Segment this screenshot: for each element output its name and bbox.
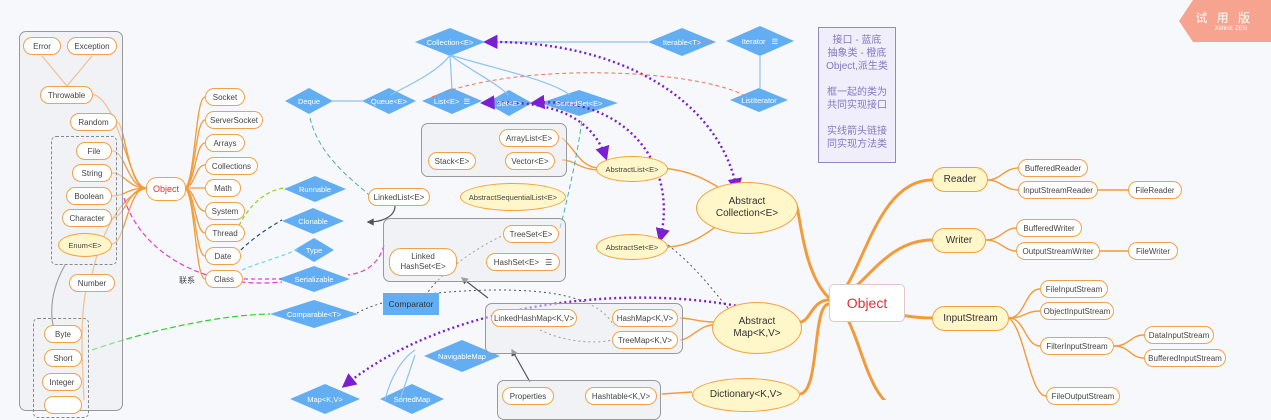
listiterator-interface[interactable]: ListIterator [730, 88, 788, 112]
enum-node[interactable]: Enum<E> [58, 233, 112, 257]
abstract-collection-class[interactable]: Abstract Collection<E> [696, 182, 798, 234]
string-node[interactable]: String [72, 164, 112, 182]
hashset-note-icon: ☰ [545, 257, 553, 267]
sortedset-interface[interactable]: SortedSet<E> [540, 90, 618, 116]
date-node[interactable]: Date [205, 247, 241, 265]
filterinputstream-node[interactable]: FilterInputStream [1040, 337, 1114, 355]
map-interface[interactable]: Map<K,V> [290, 384, 360, 414]
boolean-node[interactable]: Boolean [66, 187, 112, 205]
abstract-map-class[interactable]: Abstract Map<K,V> [712, 302, 802, 354]
clonable-interface[interactable]: Clonable [282, 208, 344, 234]
legend-text-1: 接口 - 蓝底 抽象类 - 橙底 Object,派生类 [826, 35, 888, 72]
abstractlist-class[interactable]: AbstractList<E> [596, 156, 668, 182]
object-root[interactable]: Object [829, 284, 905, 322]
error-node[interactable]: Error [23, 37, 61, 55]
integer-node[interactable]: Integer [42, 373, 82, 391]
system-node[interactable]: System [205, 202, 245, 220]
inputstreamreader-node[interactable]: InputStreamReader [1018, 181, 1098, 199]
bufferedwriter-node[interactable]: BufferedWriter [1016, 219, 1082, 237]
bufferedinputstream-node[interactable]: BufferedInputStream [1144, 349, 1226, 367]
abstractset-class[interactable]: AbstractSet<E> [596, 234, 668, 260]
legend-box: 接口 - 蓝底 抽象类 - 橙底 Object,派生类 框一起的类为 共同实现接… [818, 27, 896, 163]
file-node[interactable]: File [76, 142, 112, 160]
abstractsequentiallist-class[interactable]: AbstractSequentialList<E> [460, 183, 566, 211]
short-node[interactable]: Short [44, 349, 82, 367]
deque-interface[interactable]: Deque [285, 88, 333, 114]
arrays-node[interactable]: Arrays [205, 134, 245, 152]
linkedhashset-class[interactable]: Linked HashSet<E> [389, 248, 457, 276]
linkedhashmap-class[interactable]: LinkedHashMap<K,V> [491, 309, 577, 327]
sortedmap-interface[interactable]: SortedMap [380, 384, 444, 414]
datainputstream-node[interactable]: DataInputStream [1144, 326, 1214, 344]
collection-interface[interactable]: Collection<E> [415, 28, 485, 56]
writer-node[interactable]: Writer [932, 228, 986, 253]
comparator-interface[interactable]: Comparator [383, 293, 439, 315]
vector-class[interactable]: Vector<E> [505, 152, 555, 170]
relation-label: 联系 [179, 276, 195, 285]
serializable-interface[interactable]: Serializable [278, 266, 350, 292]
iterable-interface[interactable]: Iterable<T> [648, 28, 716, 56]
iterator-interface[interactable]: Iterator☰ [726, 26, 794, 56]
number-node[interactable]: Number [69, 274, 115, 292]
iterator-note-icon: ☰ [771, 36, 779, 46]
wrapper-group-frame [51, 136, 117, 265]
queue-interface[interactable]: Queue<E> [362, 88, 416, 114]
trial-subtitle: XMind: ZEN [1214, 26, 1247, 32]
treeset-class[interactable]: TreeSet<E> [503, 225, 559, 243]
linkedlist-class[interactable]: LinkedList<E> [368, 188, 430, 206]
serversocket-node[interactable]: ServerSocket [205, 111, 263, 129]
collections-node[interactable]: Collections [205, 157, 258, 175]
reader-node[interactable]: Reader [932, 167, 988, 192]
trial-title: 试 用 版 [1195, 11, 1253, 25]
object-root-left[interactable]: Object [146, 177, 186, 201]
fileinputstream-node[interactable]: FileInputStream [1040, 280, 1108, 298]
fileoutputstream-node[interactable]: FileOutputStream [1046, 387, 1120, 405]
runnable-interface[interactable]: Runnable [284, 176, 346, 202]
list-interface[interactable]: List<E>☰ [422, 88, 482, 114]
hashset-class[interactable]: HashSet<E>☰ [486, 253, 560, 271]
treemap-class[interactable]: TreeMap<K,V> [612, 331, 678, 349]
dictionary-class[interactable]: Dictionary<K,V> [692, 378, 800, 412]
class-node[interactable]: Class [205, 270, 243, 288]
throwable-node[interactable]: Throwable [40, 86, 93, 104]
properties-class[interactable]: Properties [502, 387, 554, 405]
outputstreamwriter-node[interactable]: OutputStreamWriter [1016, 242, 1100, 260]
bufferedreader-node[interactable]: BufferedReader [1018, 159, 1088, 177]
hashmap-class[interactable]: HashMap<K,V> [612, 309, 678, 327]
filewriter-node[interactable]: FileWriter [1128, 242, 1178, 260]
set-interface[interactable]: Set<E> [486, 90, 532, 116]
byte-node[interactable]: Byte [44, 325, 82, 343]
filereader-node[interactable]: FileReader [1128, 181, 1182, 199]
random-node[interactable]: Random [70, 113, 117, 131]
comparable-interface[interactable]: Comparable<T> [270, 300, 358, 328]
exception-node[interactable]: Exception [67, 37, 117, 55]
legend-text-2: 框一起的类为 共同实现接口 [827, 87, 887, 111]
thread-node[interactable]: Thread [205, 224, 245, 242]
character-node[interactable]: Character [62, 209, 112, 227]
inputstream-node[interactable]: InputStream [932, 306, 1009, 331]
stack-class[interactable]: Stack<E> [428, 152, 476, 170]
objectinputstream-node[interactable]: ObjectInputStream [1040, 302, 1114, 320]
hashtable-class[interactable]: Hashtable<K,V> [585, 387, 657, 405]
math-node[interactable]: Math [205, 179, 241, 197]
long-node-partial[interactable] [44, 396, 82, 414]
trial-badge [1179, 0, 1271, 42]
type-interface[interactable]: Type [294, 238, 334, 262]
list-note-icon: ☰ [463, 96, 471, 106]
legend-text-3: 实线箭头链接 同实现方法类 [827, 126, 887, 150]
navigablemap-interface[interactable]: NavigableMap [424, 340, 500, 372]
arraylist-class[interactable]: ArrayList<E> [499, 129, 559, 147]
socket-node[interactable]: Socket [205, 88, 245, 106]
